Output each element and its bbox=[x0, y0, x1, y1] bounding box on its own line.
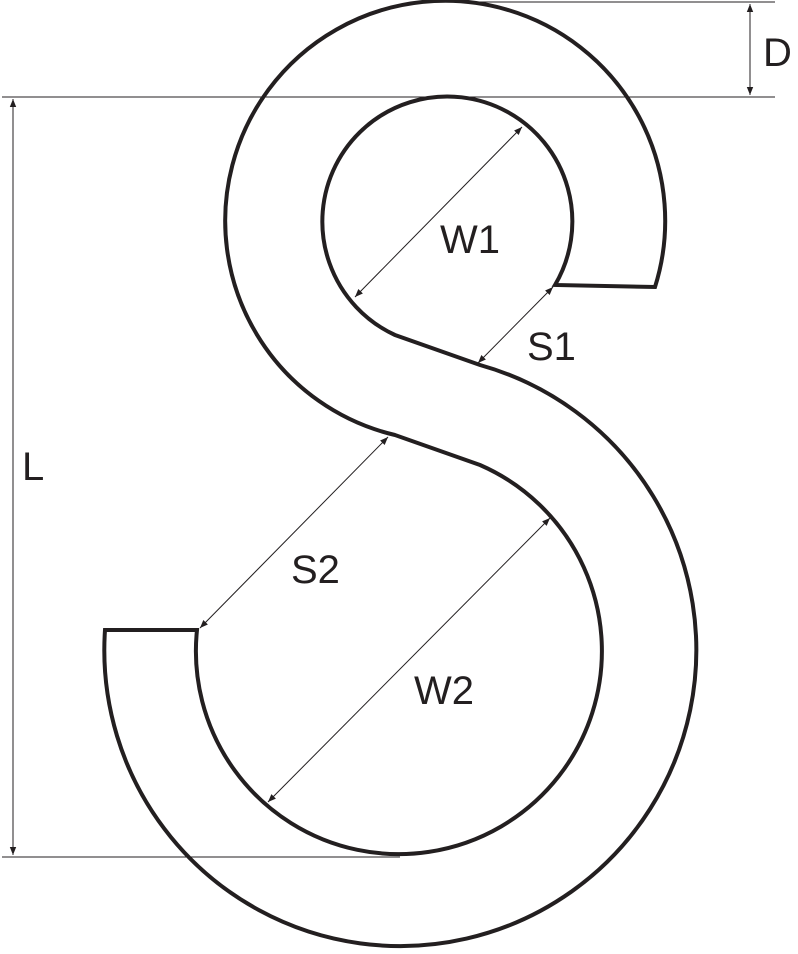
s-hook-outline bbox=[102, 0, 699, 949]
dimension-s1 bbox=[477, 286, 554, 364]
label-s2: S2 bbox=[291, 548, 340, 592]
label-l: L bbox=[22, 445, 44, 489]
label-s1: S1 bbox=[527, 325, 576, 369]
label-w2: W2 bbox=[414, 669, 474, 713]
dimension-w2 bbox=[267, 517, 551, 803]
dimension-s2 bbox=[199, 436, 389, 629]
label-w1: W1 bbox=[440, 218, 500, 262]
label-d: D bbox=[763, 31, 792, 75]
dimension-w1 bbox=[354, 126, 523, 298]
